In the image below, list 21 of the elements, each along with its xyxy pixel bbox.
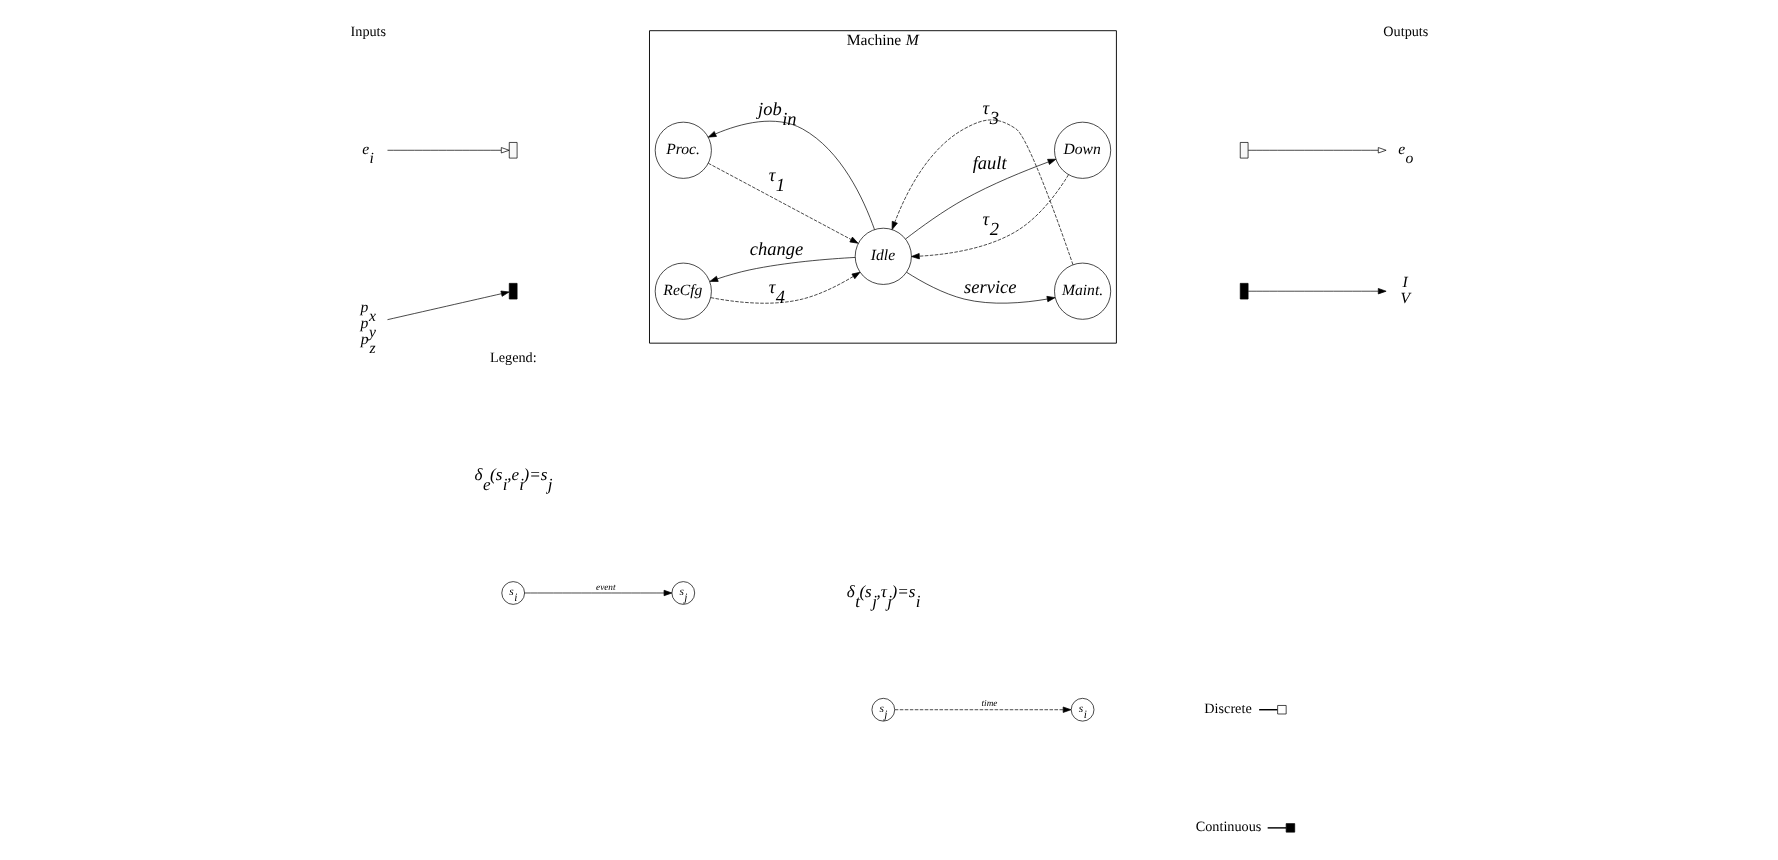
node-box: [1239, 283, 1249, 300]
edge-label: change: [749, 241, 804, 262]
edge-label: fault: [972, 155, 1007, 176]
arrow: [708, 162, 859, 244]
arrow: [524, 589, 673, 597]
arrow: [387, 147, 510, 154]
node-box: [508, 142, 518, 159]
arrow: [387, 290, 510, 321]
node-box: [508, 283, 518, 300]
edge-label: service: [964, 278, 1017, 299]
arrow: [709, 257, 856, 282]
arrow: [906, 271, 1056, 304]
arrow: [1247, 147, 1387, 154]
arrow: [891, 119, 1074, 265]
arrow: [905, 158, 1057, 240]
arrow: [710, 271, 861, 304]
arrow: [707, 120, 875, 230]
arrow: [894, 706, 1072, 713]
arrow: [1247, 288, 1387, 295]
node-box: [1239, 142, 1249, 159]
arrow: [911, 174, 1069, 260]
